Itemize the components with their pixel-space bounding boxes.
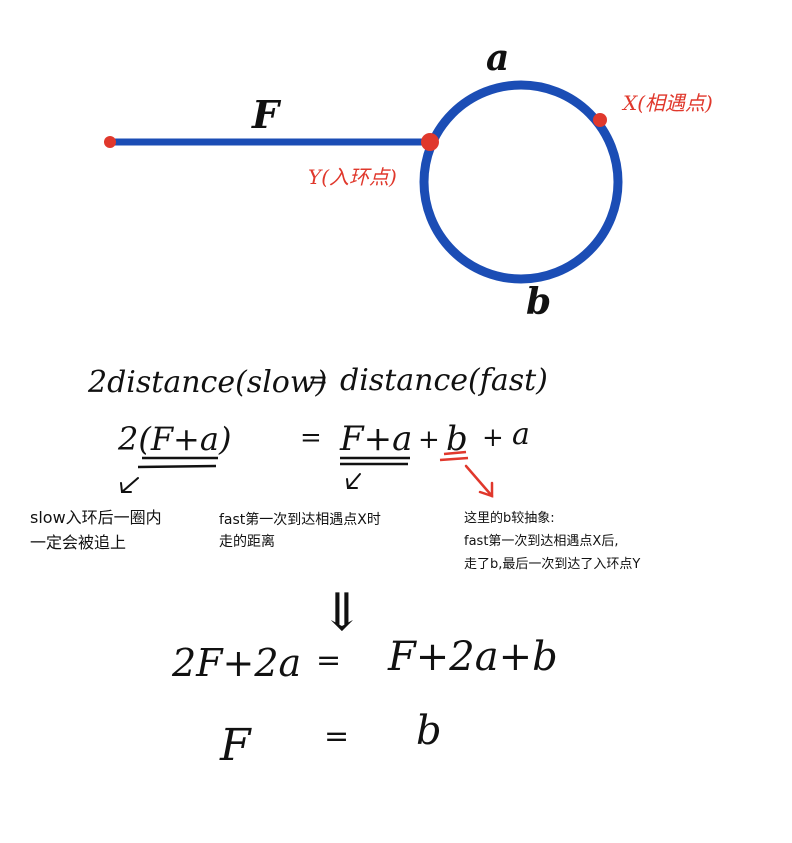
- eq3-equals: =: [316, 643, 341, 678]
- entry-point-y: [421, 133, 439, 151]
- eq1-right: distance(fast): [340, 363, 548, 398]
- eq2-right-fa: F+a: [339, 419, 412, 459]
- label-y-entry: Y(入环点): [308, 165, 397, 189]
- cycle-loop: [419, 80, 623, 284]
- note-slow-line-1: slow入环后一圈内: [30, 508, 162, 527]
- start-point: [104, 136, 116, 148]
- arrow-fast-note: [346, 473, 361, 489]
- label-f: F: [251, 92, 282, 137]
- eq2-a: a: [512, 417, 530, 452]
- label-x-meet: X(相遇点): [621, 91, 713, 115]
- arrow-b-note: [464, 464, 494, 498]
- note-fast-line-1: fast第一次到达相遇点X时: [219, 512, 381, 528]
- eq1-left: 2distance(slow): [87, 365, 327, 400]
- meet-point-x: [593, 113, 607, 127]
- label-b: b: [526, 281, 551, 323]
- eq4-left: F: [219, 720, 252, 771]
- note-b: 这里的b较抽象: fast第一次到达相遇点X后, 走了b,最后一次到达了入环点Y: [464, 508, 640, 576]
- eq3-right: F+2a+b: [387, 634, 558, 680]
- eq3-left: 2F+2a: [171, 641, 301, 685]
- note-slow: slow入环后一圈内 一定会被追上: [30, 506, 162, 556]
- eq1-equals: =: [308, 366, 328, 394]
- eq4-right: b: [416, 708, 442, 754]
- note-b-line-3: 走了b,最后一次到达了入环点Y: [464, 556, 641, 572]
- underline-left-2: [137, 464, 217, 469]
- underline-b-1: [443, 450, 467, 456]
- eq4-equals: =: [324, 719, 349, 754]
- note-b-line-1: 这里的b较抽象:: [464, 511, 555, 526]
- label-a: a: [486, 37, 509, 79]
- note-slow-line-2: 一定会被追上: [30, 532, 127, 552]
- eq2-equals: =: [300, 423, 322, 453]
- down-arrow: ⇓: [320, 583, 364, 643]
- note-fast: fast第一次到达相遇点X时 走的距离: [219, 510, 381, 553]
- note-fast-line-2: 走的距离: [219, 533, 275, 550]
- eq2-left: 2(F+a): [117, 420, 231, 458]
- arrow-slow-note: [120, 477, 139, 493]
- eq2-b: b: [446, 419, 468, 459]
- eq2-plus-1: +: [418, 425, 440, 455]
- note-b-line-2: fast第一次到达相遇点X后,: [464, 533, 619, 549]
- underline-b-2: [439, 456, 469, 462]
- eq2-plus-2: +: [482, 423, 504, 453]
